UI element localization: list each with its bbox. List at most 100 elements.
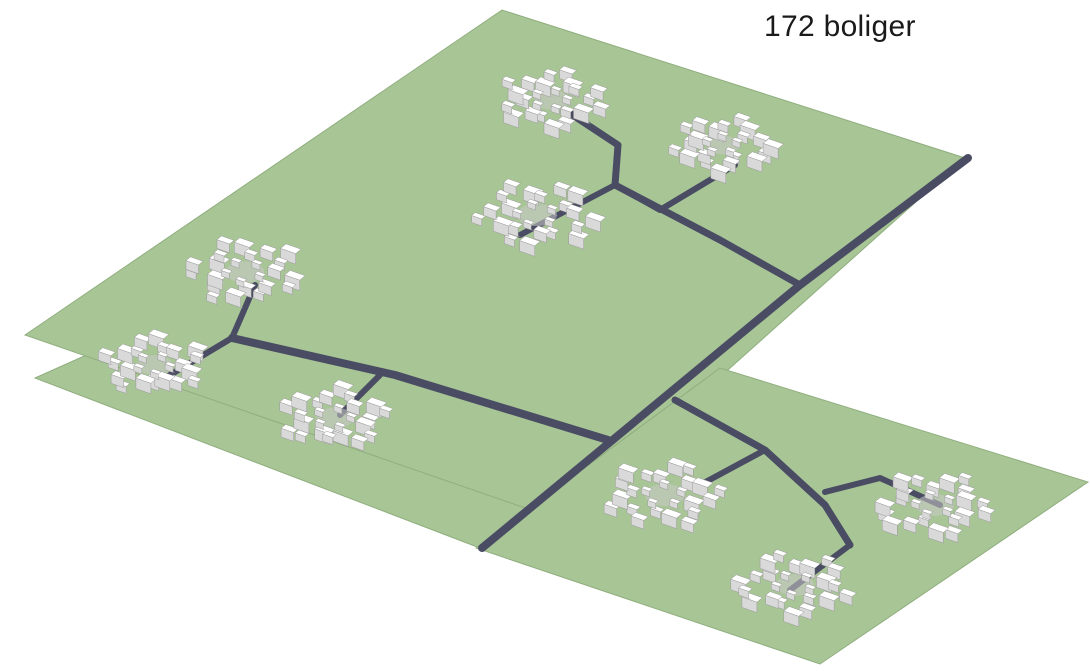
house-roof	[333, 402, 346, 409]
house	[592, 100, 611, 119]
house	[701, 136, 714, 149]
house	[495, 189, 511, 205]
house	[731, 137, 744, 150]
house	[259, 244, 278, 263]
house-roof	[943, 494, 956, 500]
house-roof	[753, 132, 772, 141]
house-roof	[874, 497, 896, 508]
house-roof	[680, 515, 699, 525]
house-roof	[526, 198, 539, 205]
house	[738, 584, 753, 600]
house	[617, 462, 640, 484]
house-roof	[566, 204, 585, 213]
cluster-mid	[279, 379, 394, 452]
house	[647, 497, 659, 510]
house-roof	[365, 397, 388, 408]
house	[746, 151, 768, 173]
house-roof	[661, 508, 683, 519]
house-roof	[543, 118, 565, 129]
house-roof	[322, 430, 337, 438]
house	[702, 492, 721, 511]
house	[804, 583, 817, 597]
house	[783, 606, 805, 628]
house	[187, 375, 202, 390]
house	[519, 235, 541, 257]
house-roof	[378, 404, 394, 412]
house	[501, 100, 516, 116]
house	[881, 515, 904, 537]
house-roof	[630, 512, 649, 521]
house	[281, 280, 297, 296]
house-roof	[676, 486, 689, 493]
house	[350, 433, 369, 452]
housing-clusters	[97, 65, 996, 628]
house-roof	[804, 583, 817, 590]
house	[149, 368, 162, 381]
house-roof	[346, 398, 365, 407]
house-roof	[568, 82, 584, 90]
house	[251, 259, 264, 272]
house-roof	[492, 215, 515, 227]
house	[532, 88, 545, 102]
house	[706, 146, 719, 159]
house	[938, 473, 961, 495]
house	[533, 225, 552, 244]
house	[206, 290, 221, 306]
house	[713, 484, 729, 499]
house	[483, 202, 502, 221]
house	[801, 572, 813, 585]
house	[785, 589, 798, 602]
road-east-spur-b	[822, 475, 943, 508]
house-roof	[546, 204, 559, 210]
house	[254, 271, 267, 284]
house	[314, 406, 327, 420]
house-roof	[746, 151, 768, 162]
house	[334, 421, 347, 434]
house-roof	[798, 602, 817, 612]
house-roof	[785, 589, 798, 596]
house-roof	[702, 492, 721, 501]
house	[550, 85, 563, 98]
house	[710, 162, 732, 185]
house	[534, 189, 549, 205]
house-roof	[206, 290, 221, 298]
house	[626, 484, 641, 500]
house-roof	[722, 155, 741, 165]
house	[185, 256, 204, 275]
house	[691, 116, 710, 135]
house	[590, 83, 609, 102]
house-roof	[713, 484, 729, 492]
house	[233, 237, 256, 259]
house	[927, 522, 950, 544]
house-roof	[724, 146, 737, 153]
house-roof	[267, 263, 286, 272]
house-roof	[165, 343, 184, 352]
house-roof	[772, 549, 788, 557]
house	[567, 185, 589, 207]
road-east-branch	[671, 396, 854, 549]
house-roof	[314, 418, 327, 425]
house	[503, 107, 525, 129]
house-roof	[590, 83, 609, 93]
house	[640, 485, 653, 499]
house-roof	[924, 489, 937, 496]
house-roof	[626, 502, 641, 510]
house-roof	[954, 506, 976, 517]
house	[724, 146, 737, 160]
house	[135, 373, 157, 395]
house-roof	[827, 579, 843, 587]
house-roof	[501, 100, 516, 108]
house-roof	[765, 591, 784, 601]
housing-count-label: 172 boliger	[764, 10, 916, 43]
house-roof	[553, 181, 572, 190]
house-roof	[571, 220, 586, 228]
house-roof	[483, 202, 502, 212]
house-roof	[780, 570, 793, 577]
house-roof	[314, 406, 327, 413]
house-roof	[683, 494, 705, 505]
house	[717, 119, 732, 135]
house-roof	[281, 280, 297, 288]
house	[668, 498, 681, 511]
house-roof	[244, 248, 259, 256]
